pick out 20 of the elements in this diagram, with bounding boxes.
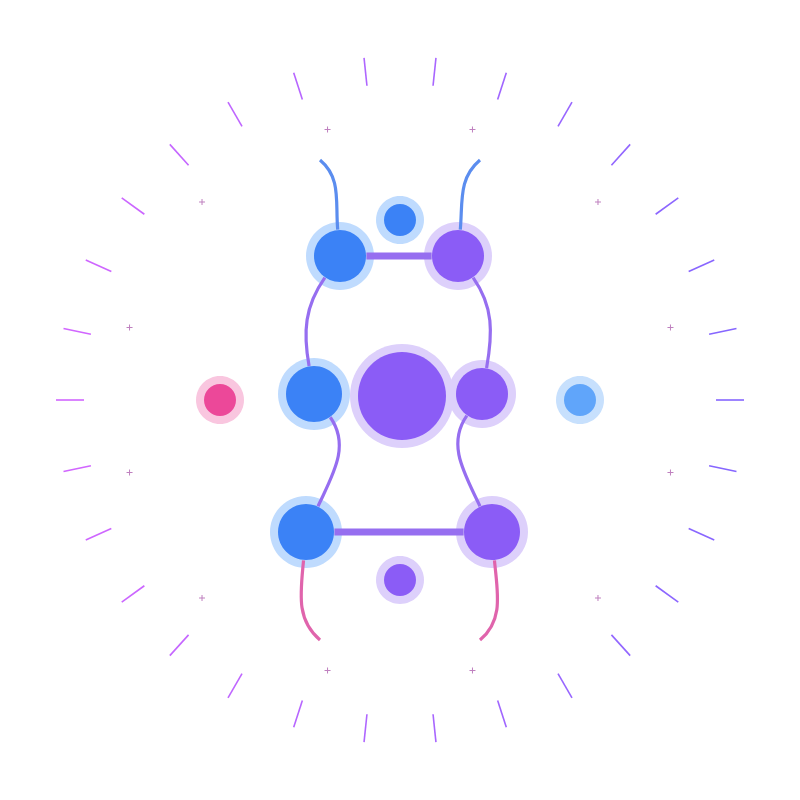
curved-strand (304, 276, 327, 367)
glowing-circle (456, 496, 528, 568)
curved-strand (316, 416, 341, 507)
glowing-circle (556, 376, 604, 424)
glowing-circle (306, 222, 374, 290)
curved-strand (458, 158, 482, 230)
curved-strand (478, 560, 500, 642)
glowing-circle (448, 360, 516, 428)
glowing-circle (270, 496, 342, 568)
curved-strand (471, 276, 492, 369)
glowing-circle (278, 358, 350, 430)
glowing-circle (196, 376, 244, 424)
curved-strand (456, 414, 482, 507)
glowing-circle (376, 556, 424, 604)
connector-bar (334, 528, 464, 536)
curved-strand (299, 560, 322, 642)
glowing-circle (376, 196, 424, 244)
glowing-circle (424, 222, 492, 290)
curved-strand (318, 158, 340, 230)
connector-bar (366, 252, 432, 260)
